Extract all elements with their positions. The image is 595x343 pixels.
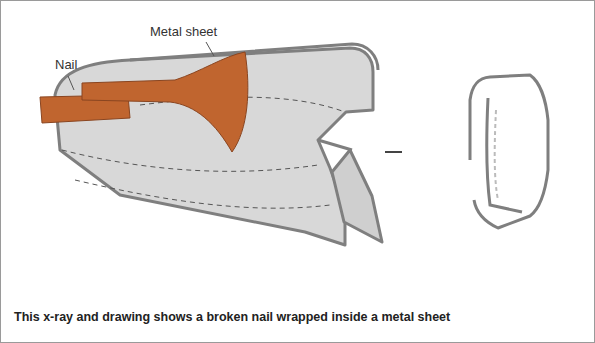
metal-sheet: [55, 48, 373, 245]
hidden-edge: [75, 180, 330, 208]
cross-section-hidden: [495, 110, 498, 200]
cross-section-inner: [487, 98, 522, 212]
hidden-edge: [62, 150, 318, 171]
folded-flap: [332, 150, 382, 242]
part-label: Nail: [55, 57, 77, 72]
leader-line: [68, 76, 74, 90]
cross-section: [470, 75, 548, 228]
nail-head-shank: [82, 52, 248, 152]
dash: [385, 151, 402, 153]
part-label: Metal sheet: [150, 24, 217, 39]
fold-line: [318, 140, 352, 150]
sheet-edge: [130, 44, 378, 70]
leader-line: [206, 42, 214, 56]
caption: This x-ray and drawing shows a broken na…: [14, 310, 450, 324]
